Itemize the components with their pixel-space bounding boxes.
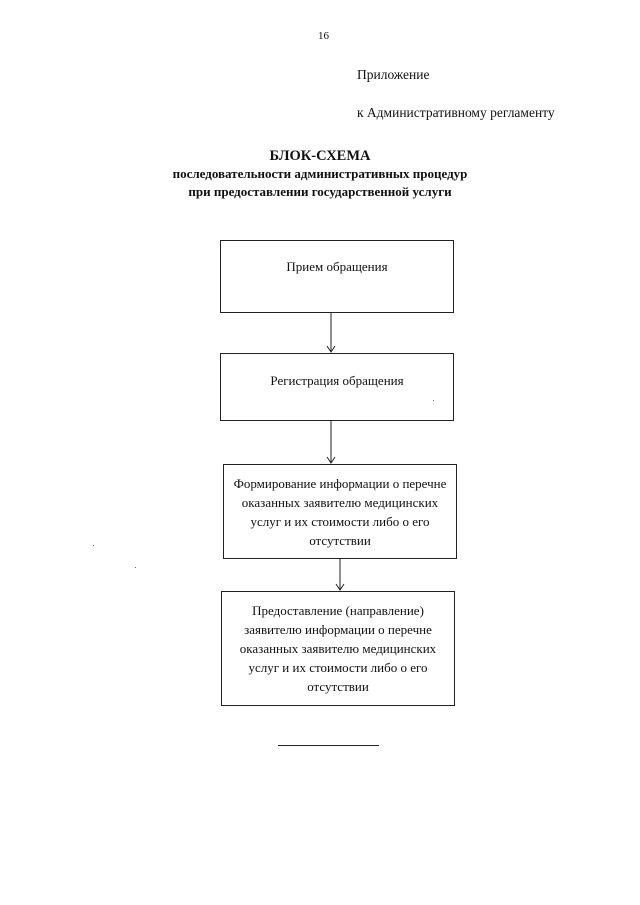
- arrowhead-1-2: [326, 345, 336, 353]
- flowchart-subtitle-line-1: последовательности административных проц…: [172, 166, 468, 181]
- arrowhead-2-3: [326, 456, 336, 464]
- flow-step-label: Предоставление (направление) заявителю и…: [239, 603, 437, 694]
- flow-step-providing-information: Предоставление (направление) заявителю и…: [221, 591, 455, 706]
- appendix-title: Приложение: [357, 67, 430, 82]
- flowchart-title: БЛОК-СХЕМА: [269, 148, 371, 164]
- flow-step-registration: Регистрация обращения: [220, 353, 454, 421]
- flow-step-forming-information: Формирование информации о перечне оказан…: [223, 464, 457, 559]
- scan-speck: [93, 545, 94, 546]
- closing-rule: [278, 745, 379, 746]
- flow-step-reception: Прием обращения: [220, 240, 454, 313]
- scan-speck: [433, 400, 434, 401]
- arrowhead-3-4: [335, 583, 345, 591]
- scan-speck: [135, 567, 136, 568]
- flow-step-label: Формирование информации о перечне оказан…: [233, 475, 447, 548]
- page-number: 16: [318, 30, 329, 42]
- flow-step-label: Регистрация обращения: [270, 372, 404, 388]
- flowchart-subtitle-line-2: при предоставлении государственной услуг…: [188, 184, 452, 199]
- flow-step-label: Прием обращения: [286, 259, 388, 274]
- appendix-subtitle: к Административному регламенту: [357, 105, 555, 120]
